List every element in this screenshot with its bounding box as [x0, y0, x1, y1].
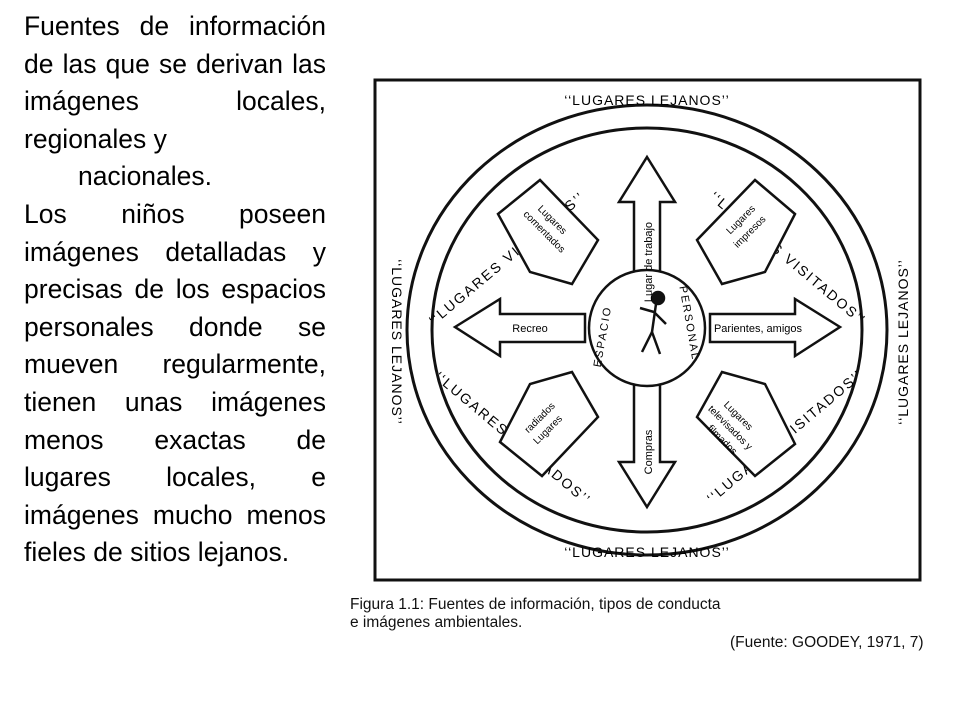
- paragraph-1-last-line: nacionales.: [77, 161, 213, 192]
- visited-places-ring: [405, 103, 889, 557]
- far-places-right-label: ‘‘LUGARES LEJANOS’’: [895, 259, 911, 425]
- arrow-left: [452, 296, 587, 359]
- far-places-bottom-label: ‘‘LUGARES LEJANOS’’: [564, 544, 730, 560]
- box-top-left: [496, 178, 600, 286]
- arrow-right: [708, 296, 843, 359]
- box-bottom-right: [695, 370, 797, 478]
- personal-space-circle: [587, 268, 707, 388]
- arrow-up-label: Lugar de trabajo: [643, 222, 655, 302]
- environmental-images-diagram: ‘‘LUGARES LEJANOS’’ ‘‘LUGARES LEJANOS’’ …: [373, 78, 922, 582]
- arrow-right-label: Parientes, amigos: [714, 323, 803, 335]
- far-places-top-label: ‘‘LUGARES LEJANOS’’: [564, 92, 730, 108]
- caption-line-2: e imágenes ambientales.: [350, 614, 523, 631]
- caption-source: (Fuente: GOODEY, 1971, 7): [730, 634, 924, 651]
- arrow-down-label: Compras: [643, 429, 655, 474]
- paragraph-1-text: Fuentes de información de las que se der…: [24, 11, 326, 154]
- caption-line-1: Figura 1.1: Fuentes de información, tipo…: [350, 596, 721, 613]
- inner-ring: [430, 126, 864, 534]
- paragraph-1: Fuentes de información de las que se der…: [24, 8, 326, 196]
- far-places-left-label: ‘‘LUGARES LEJANOS’’: [389, 259, 405, 425]
- figure: ‘‘LUGARES LEJANOS’’ ‘‘LUGARES LEJANOS’’ …: [340, 62, 960, 662]
- paragraph-2: Los niños poseen imágenes detalladas y p…: [24, 198, 326, 568]
- box-top-right: [695, 178, 797, 286]
- description-text: Fuentes de información de las que se der…: [24, 8, 326, 572]
- diagram-frame: [373, 78, 922, 582]
- box-bottom-left: [498, 370, 600, 478]
- person-figure: [639, 290, 667, 355]
- arrow-left-label: Recreo: [512, 323, 547, 335]
